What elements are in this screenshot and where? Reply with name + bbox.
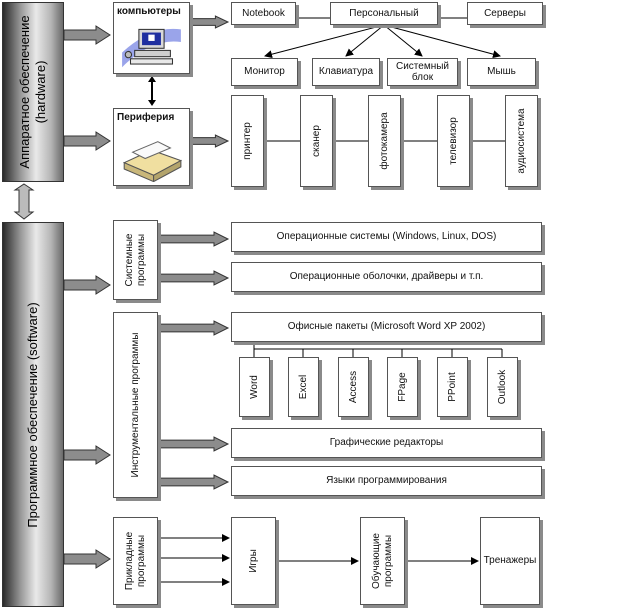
office-app-excel: Excel <box>288 357 319 417</box>
arrow-to-os <box>159 231 230 247</box>
arrow-to-languages <box>159 474 230 490</box>
personal-to-keyboard <box>345 24 385 57</box>
office-suites-box: Офисные пакеты (Microsoft Word XP 2002) <box>231 312 542 342</box>
camera-box: фотокамера <box>368 95 401 187</box>
games-box: Игры <box>231 517 276 605</box>
periphery-box: Периферия <box>113 108 190 186</box>
office-app-fpage: FPage <box>387 357 418 417</box>
arrow-to-applied <box>63 549 111 569</box>
periphery-title: Периферия <box>117 112 175 123</box>
servers-box: Серверы <box>467 2 543 25</box>
instrumental-programs-box: Инструментальные программы <box>113 312 158 498</box>
computers-title: компьютеры <box>117 6 181 17</box>
arrow-to-periphery <box>63 131 111 151</box>
office-app-ppoint: PPoint <box>437 357 468 417</box>
hardware-label: Аппаратное обеспечение(hardware) <box>16 15 48 169</box>
notebook-box: Notebook <box>231 2 296 25</box>
personal-box: Персональный <box>330 2 438 25</box>
trainers-box: Тренажеры <box>480 517 540 605</box>
arrow-computers-to-types <box>191 15 230 29</box>
hw-sw-double-arrow <box>13 183 35 220</box>
system-programs-box: Системные программы <box>113 220 158 300</box>
keyboard-box: Клавиатура <box>312 58 380 86</box>
arrow-to-shells <box>159 270 230 286</box>
programming-languages-box: Языки программирования <box>231 466 542 496</box>
scanner-icon <box>122 141 183 182</box>
office-app-outlook: Outlook <box>487 357 518 417</box>
shells-drivers-box: Операционные оболочки, драйверы и т.п. <box>231 262 542 292</box>
arrow-periphery-to-devices <box>191 134 230 148</box>
mouse-box: Мышь <box>467 58 536 86</box>
graphics-editors-box: Графические редакторы <box>231 428 542 458</box>
system-unit-box: Системный блок <box>387 58 458 86</box>
educational-box: Обучающие программы <box>360 517 405 605</box>
personal-to-mouse <box>383 24 501 59</box>
arrow-to-office <box>159 320 230 336</box>
arrow-to-system <box>63 275 111 295</box>
hardware-sidebar: Аппаратное обеспечение(hardware) <box>2 2 64 182</box>
personal-to-system-unit <box>383 24 423 57</box>
applied-programs-box: Прикладные программы <box>113 517 158 605</box>
office-app-access: Access <box>338 357 369 417</box>
personal-to-monitor <box>264 24 385 59</box>
arrow-to-instrumental <box>63 445 111 465</box>
tv-box: телевизор <box>437 95 470 187</box>
os-box: Операционные системы (Windows, Linux, DO… <box>231 222 542 252</box>
software-label: Программное обеспечение (software) <box>24 301 40 528</box>
arrow-to-graphics <box>159 436 230 452</box>
audio-box: аудиосистема <box>505 95 538 187</box>
monitor-box: Монитор <box>231 58 298 86</box>
arrow-to-computers <box>63 25 111 45</box>
software-sidebar: Программное обеспечение (software) <box>2 222 64 607</box>
scanner-box: сканер <box>300 95 333 187</box>
computers-periphery-link <box>148 76 156 106</box>
computer-icon <box>122 28 181 68</box>
computers-box: компьютеры <box>113 2 190 74</box>
office-app-word: Word <box>239 357 270 417</box>
printer-box: принтер <box>231 95 264 187</box>
